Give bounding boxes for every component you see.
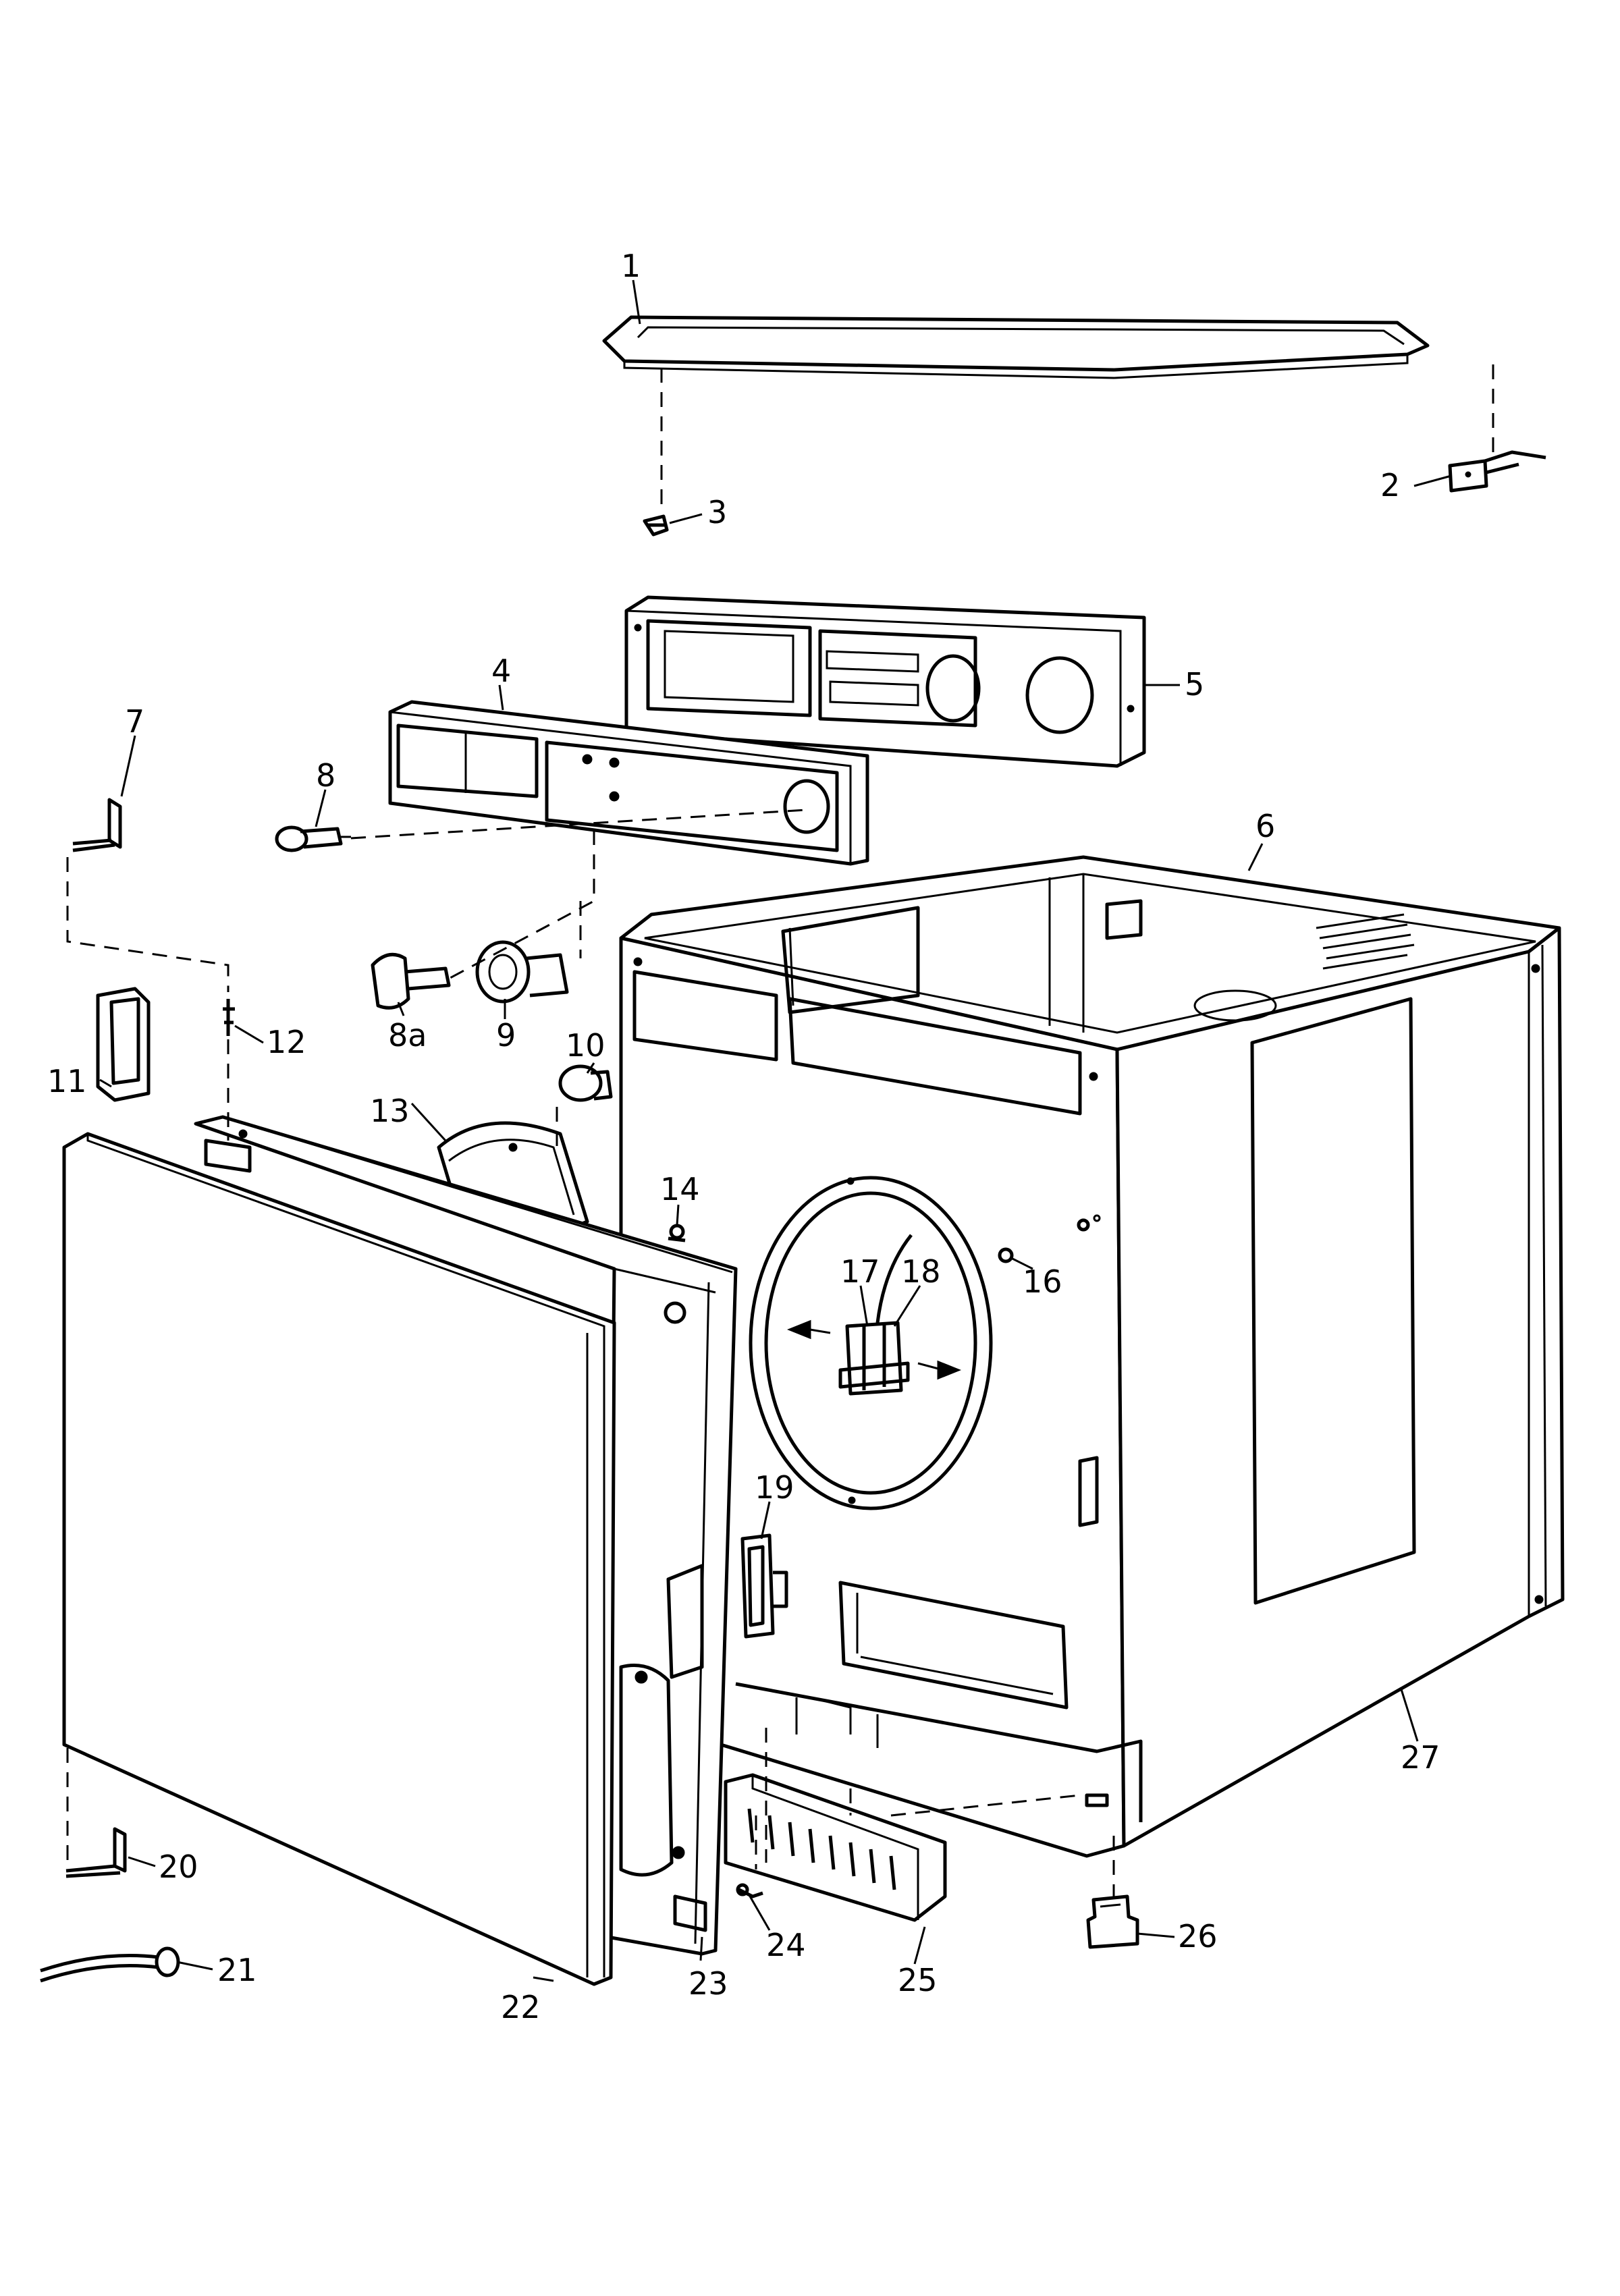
callout-19: 19 (755, 1469, 794, 1506)
callout-18: 18 (901, 1253, 941, 1290)
callout-25: 25 (898, 1962, 938, 1998)
callout-26: 26 (1178, 1918, 1218, 1955)
callout-14: 14 (660, 1171, 700, 1207)
callout-13: 13 (370, 1093, 410, 1129)
callout-5: 5 (1185, 666, 1204, 703)
callout-12: 12 (267, 1024, 306, 1060)
part-3-clip (643, 514, 669, 537)
part-25-kickplate (724, 1773, 947, 1922)
callout-23: 23 (688, 1965, 728, 2002)
part-20-bracket (65, 1827, 127, 1878)
part-4-front-control-panel (388, 700, 869, 866)
part-14-screw (668, 1224, 686, 1242)
part-2-bracket (1448, 450, 1546, 493)
part-26-foot (1086, 1894, 1139, 1949)
part-11-door-handle (96, 987, 151, 1102)
part-8a-knob (371, 952, 451, 1010)
assembly-dash-lines (66, 809, 1115, 1896)
callout-7: 7 (125, 703, 144, 740)
part-24-screw (736, 1883, 763, 1898)
callout-4: 4 (491, 653, 511, 689)
part-6-cabinet (619, 855, 1565, 1858)
callout-9: 9 (496, 1017, 516, 1054)
callout-labels: 1 2 3 4 5 6 7 8 8a 9 10 11 12 13 14 16 1… (47, 248, 1440, 2025)
callout-8: 8 (316, 757, 335, 794)
part-21-hose (40, 1946, 180, 1983)
part-19-hinge (740, 1533, 788, 1639)
callout-20: 20 (159, 1849, 198, 1885)
part-1-top-panel (602, 315, 1430, 379)
callout-10: 10 (566, 1027, 605, 1064)
callout-11: 11 (47, 1063, 87, 1099)
part-5-rear-control-panel (624, 595, 1146, 768)
callout-22: 22 (501, 1989, 541, 2025)
callout-2: 2 (1380, 467, 1400, 503)
callout-16: 16 (1023, 1263, 1062, 1300)
callout-3: 3 (707, 494, 727, 530)
part-12-pin (223, 999, 235, 1036)
leader-lines (99, 279, 1452, 1982)
callout-6: 6 (1256, 808, 1275, 844)
part-7-bracket (72, 798, 122, 852)
callout-17: 17 (840, 1253, 880, 1290)
callout-24: 24 (766, 1927, 806, 1963)
callout-1: 1 (621, 248, 641, 284)
part-10-bulb (558, 1064, 613, 1102)
part-22-door-panel (62, 1132, 616, 1986)
part-17-18-door-lock (786, 1234, 962, 1396)
callout-8a: 8a (388, 1017, 427, 1054)
part-9-selector-knob (475, 940, 569, 1004)
callout-27: 27 (1401, 1739, 1440, 1776)
part-8-spindle (275, 825, 351, 852)
callout-21: 21 (217, 1952, 257, 1988)
